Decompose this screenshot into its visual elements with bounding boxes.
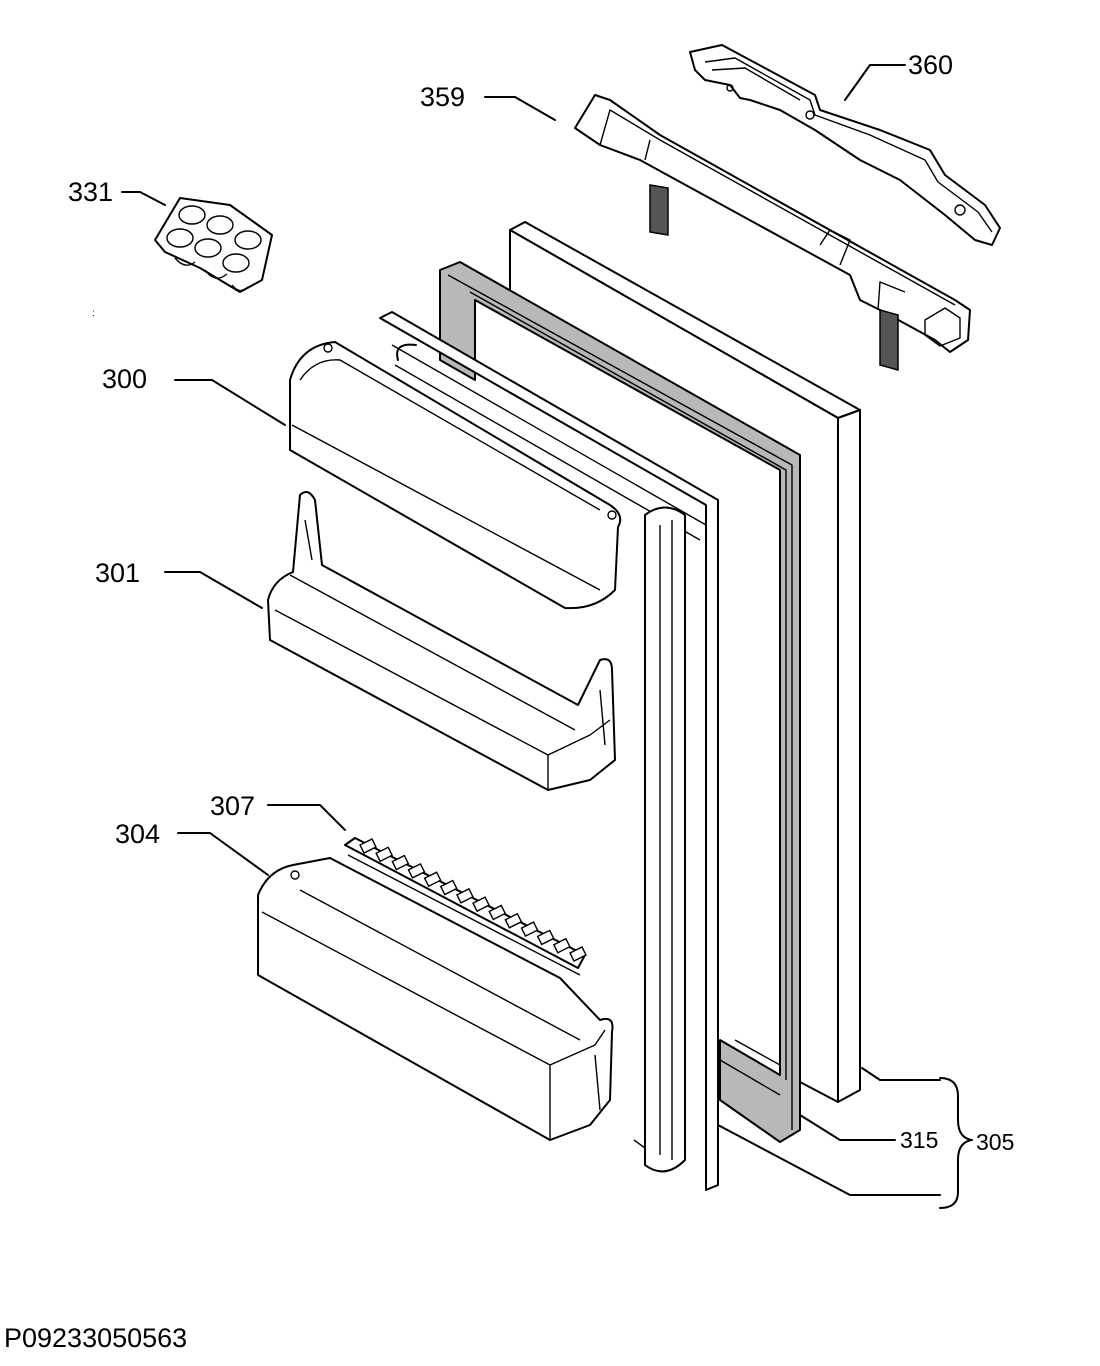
retainer-rib	[472, 896, 491, 913]
retainer-rib	[423, 871, 442, 888]
retainer-rib	[552, 937, 571, 954]
retainer-rib	[391, 854, 410, 871]
retainer-rib	[504, 912, 523, 929]
part-307-bottle-retainer	[344, 837, 587, 976]
label-359: 359	[420, 82, 465, 112]
part-301-door-shelf	[267, 490, 616, 791]
part-359-hinge-cover	[574, 94, 971, 371]
document-code: P09233050563	[4, 1323, 187, 1353]
retainer-rib	[488, 904, 507, 921]
door-inner-liner	[379, 311, 781, 1191]
retainer-rib	[439, 879, 458, 896]
label-315: 315	[900, 1127, 938, 1153]
label-331: 331	[68, 177, 113, 207]
retainer-rib	[536, 929, 555, 946]
label-300: 300	[102, 364, 147, 394]
retainer-rib	[520, 921, 539, 938]
label-305: 305	[976, 1129, 1014, 1155]
door-handle-profile	[633, 506, 686, 1173]
retainer-rib	[455, 887, 474, 904]
retainer-rib	[359, 838, 377, 854]
part-304-bottle-shelf	[257, 857, 614, 1141]
part-331-egg-tray	[154, 197, 273, 293]
retainer-rib	[569, 946, 587, 962]
retainer-rib	[407, 862, 426, 879]
stray-mark: :	[92, 308, 95, 319]
label-307: 307	[210, 791, 255, 821]
part-360-hinge-bracket	[689, 44, 1001, 246]
label-301: 301	[95, 558, 140, 588]
label-304: 304	[115, 819, 160, 849]
label-360: 360	[908, 50, 953, 80]
leader-lines	[121, 64, 973, 1209]
retainer-ribs	[359, 838, 587, 962]
part-300-shelf-cover	[289, 341, 622, 610]
retainer-rib	[375, 846, 394, 863]
